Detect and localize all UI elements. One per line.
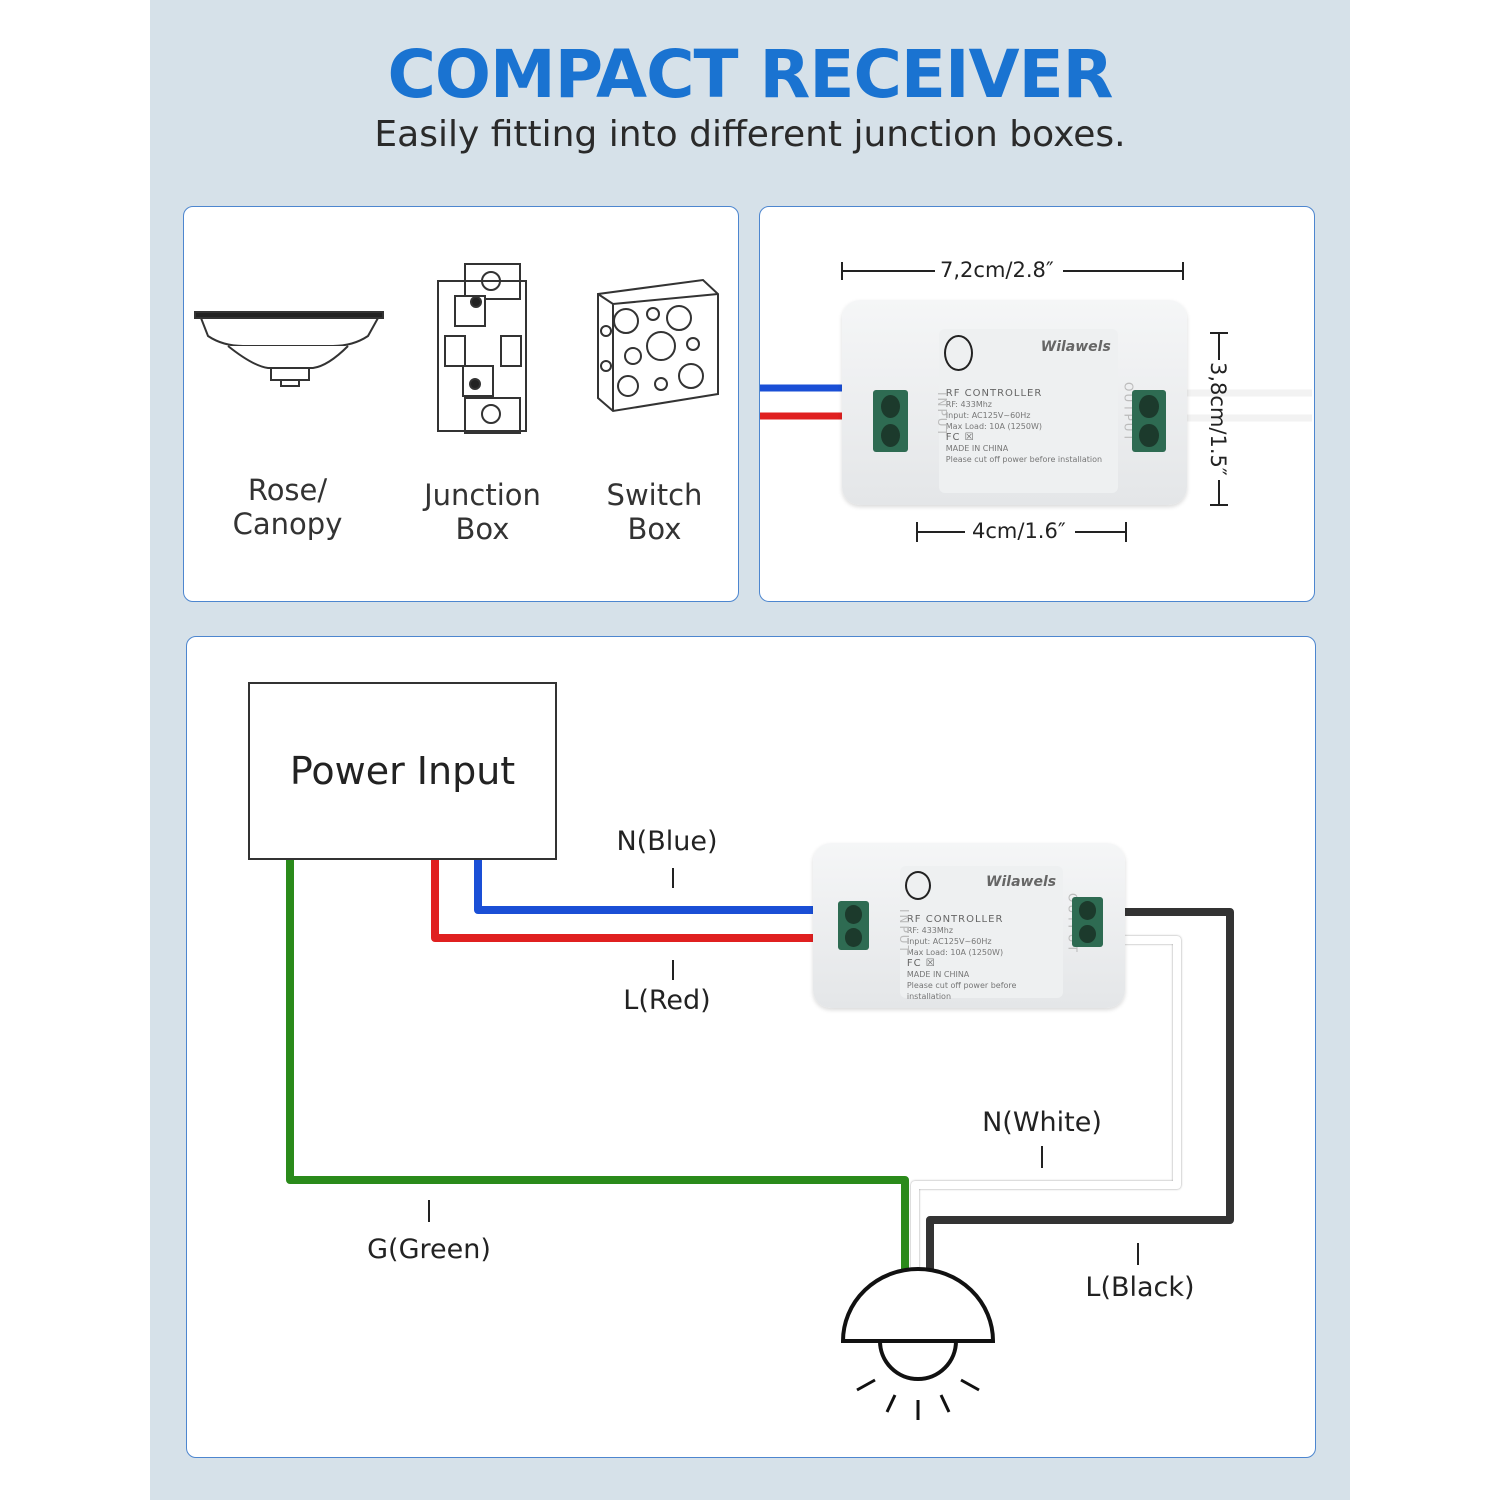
key-logo-icon [905,871,932,901]
input-terminal [837,900,870,951]
junction-box-panel [183,206,739,602]
rf-spec: RF: 433Mhz [945,399,992,409]
label-l-black: L(Black) [1085,1272,1195,1303]
load-spec: Max Load: 10A (1250W) [945,421,1042,431]
junction-box-icon [437,263,527,434]
key-logo-icon [943,335,973,372]
warning: Please cut off power before installation [906,980,1017,1001]
label-n-white: N(White) [982,1107,1102,1138]
page-title: COMPACT RECEIVER [387,36,1113,113]
input-spec: Input: AC125V~60Hz [945,410,1031,420]
load-spec: Max Load: 10A (1250W) [906,947,1004,957]
label-g-green: G(Green) [367,1234,491,1265]
receiver-label-plate: Wilawels RF CONTROLLER RF: 433Mhz Input:… [938,328,1118,493]
wire-green [286,860,909,1272]
power-input-box: Power Input [248,682,557,860]
switch-box-icon [597,278,719,413]
label-junction-box: Junction Box [424,478,541,546]
light-bulb-icon [840,1267,996,1420]
warning: Please cut off power before installation [945,454,1103,464]
junction-box-illustrations [194,263,719,434]
receiver-in-diagram: Wilawels RF CONTROLLER RF: 433Mhz Input:… [813,843,1125,1008]
output-terminal [1071,897,1104,947]
label-rose-canopy: Rose/ Canopy [232,473,343,541]
cert-marks: FC ☒ [906,957,936,969]
origin: MADE IN CHINA [945,443,1009,453]
wire-white [911,936,1181,1272]
receiver-label-plate: Wilawels RF CONTROLLER RF: 433Mhz Input:… [900,866,1063,1001]
label-switch-box: Switch Box [606,478,703,546]
receiver-specs: RF CONTROLLER RF: 433Mhz Input: AC125V~6… [907,914,1063,1002]
origin: MADE IN CHINA [906,969,970,979]
height-dimension: 3,8cm/1.5″ [1206,362,1230,476]
wire-black [926,908,1234,1272]
wire-red [431,860,820,942]
page-subtitle: Easily fitting into different junction b… [374,114,1126,155]
label-n-blue: N(Blue) [616,826,718,857]
receiver-specs: RF CONTROLLER RF: 433Mhz Input: AC125V~6… [946,388,1102,465]
rf-spec: RF: 433Mhz [906,925,954,935]
label-l-red: L(Red) [623,985,711,1016]
rose-canopy-icon [194,311,384,387]
input-terminal [873,390,908,452]
output-terminal [1131,390,1167,452]
input-side-label: INPUT [935,392,950,439]
input-spec: Input: AC125V~60Hz [906,936,992,946]
model: RF CONTROLLER [906,913,1004,925]
cert-marks: FC ☒ [945,431,975,443]
terminal-span-dimension: 4cm/1.6″ [972,519,1066,543]
model: RF CONTROLLER [945,387,1043,399]
brand-name: Wilawels [986,874,1057,890]
wire-blue [474,860,820,914]
receiver-product: Wilawels RF CONTROLLER RF: 433Mhz Input:… [842,300,1187,505]
input-side-label: INPUT [897,909,912,955]
width-dimension: 7,2cm/2.8″ [940,258,1054,282]
brand-name: Wilawels [1040,338,1111,355]
